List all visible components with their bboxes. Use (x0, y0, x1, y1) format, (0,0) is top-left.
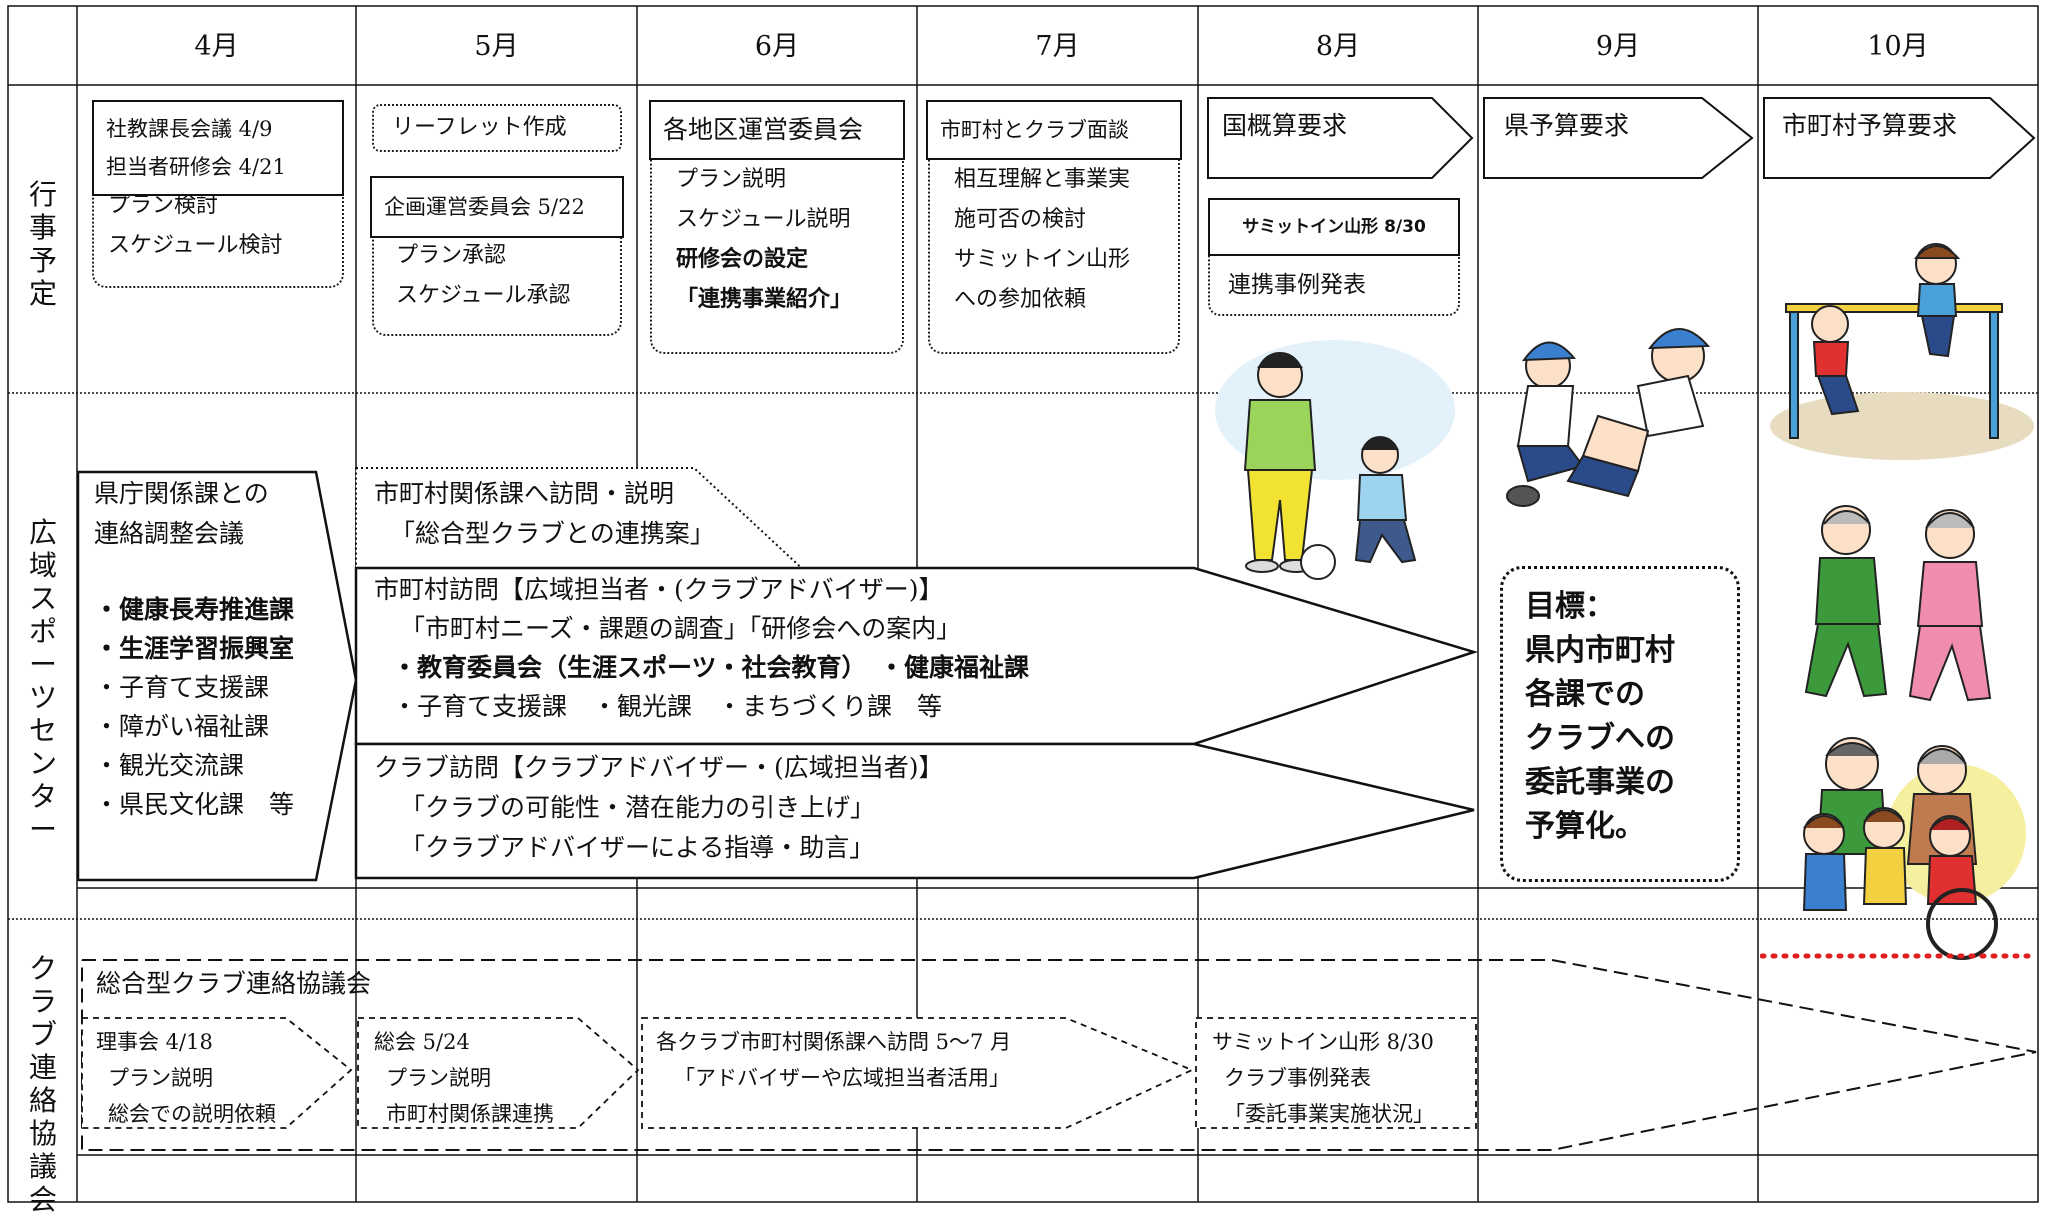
situp-illustration (1506, 328, 1711, 507)
jul-interview-box: 市町村とクラブ面談 (926, 100, 1182, 160)
muni-explain-sub: 「総合型クラブとの連携案」 (390, 519, 715, 548)
pref-liaison-items: ・健康長寿推進課 ・生涯学習振興室 ・子育て支援課 ・障がい福祉課 ・観光交流課… (94, 595, 295, 819)
prefecture-budget-request: 県予算要求 (1504, 111, 1630, 140)
month-august: 8月 (1315, 31, 1361, 62)
budget-request-arrows (1207, 97, 2036, 179)
council-board-meeting: 理事会 4/18 プラン説明 総会での説明依頼 (96, 1030, 276, 1126)
muni-explain-box (355, 467, 811, 575)
month-october: 10月 (1867, 31, 1929, 62)
month-may: 5月 (474, 31, 519, 62)
row-label-events: 行事予定 (28, 178, 57, 310)
pref-liaison-title: 県庁関係課との 連絡調整会議 (94, 479, 269, 548)
jun-notes: プラン説明 スケジュール説明 研修会の設定 「連携事業紹介」 (650, 152, 904, 354)
month-april: 4月 (194, 31, 239, 62)
family-group-illustration (1802, 737, 2026, 960)
row-label-center: 広域スポーツセンター (28, 516, 57, 846)
municipal-budget-request: 市町村予算要求 (1782, 111, 1958, 140)
pref-liaison-arrow (76, 470, 358, 882)
soccer-illustration (1215, 340, 1455, 580)
horizontal-bar-illustration (1770, 243, 2034, 460)
elderly-jogging-illustration (1804, 505, 1992, 702)
muni-explain-title: 市町村関係課へ訪問・説明 (374, 479, 675, 508)
council-club-visits: 各クラブ市町村関係課へ訪問 5～7 月 「アドバイザーや広域担当者活用」 (656, 1030, 1012, 1090)
muni-visit-text: 市町村訪問【広域担当者・(クラブアドバイザー)】 「市町村ニーズ・課題の調査」「… (374, 575, 1030, 721)
council-arrows (81, 959, 2037, 1151)
aug-summit-box: サミットイン山形 8/30 (1208, 198, 1460, 256)
jul-notes: 相互理解と事業実 施可否の検討 サミットイン山形 への参加依頼 (928, 152, 1180, 354)
apr-meeting-box: 社教課長会議 4/9 担当者研修会 4/21 (92, 100, 344, 196)
council-summit: サミットイン山形 8/30 クラブ事例発表 「委託事業実施状況」 (1212, 1030, 1434, 1126)
may-planning-committee-box: 企画運営委員会 5/22 (370, 176, 624, 238)
may-leaflet-box: リーフレット作成 (372, 104, 622, 152)
month-september: 9月 (1595, 31, 1641, 62)
month-june: 6月 (754, 31, 800, 62)
aug-summit-note: 連携事例発表 (1208, 246, 1460, 316)
national-budget-request: 国概算要求 (1222, 111, 1348, 140)
muni-club-visit-arrows (354, 566, 1479, 880)
row-label-council: クラブ連絡協議会 (28, 952, 57, 1216)
red-dotted-line (1760, 953, 2038, 959)
month-july: 7月 (1035, 31, 1080, 62)
council-general-meeting: 総会 5/24 プラン説明 市町村関係課連携 (374, 1030, 554, 1126)
may-notes: プラン承認 スケジュール承認 (372, 228, 622, 336)
goal-box: 目標： 県内市町村 各課での クラブへの 委託事業の 予算化。 (1500, 566, 1740, 882)
club-visit-text: クラブ訪問【クラブアドバイザー・(広域担当者)】 「クラブの可能性・潜在能力の引… (374, 753, 944, 862)
council-main-label: 総合型クラブ連絡協議会 (96, 969, 372, 998)
apr-notes: プラン検討 スケジュール検討 (92, 178, 344, 288)
jun-regional-committee-box: 各地区運営委員会 (649, 100, 905, 160)
